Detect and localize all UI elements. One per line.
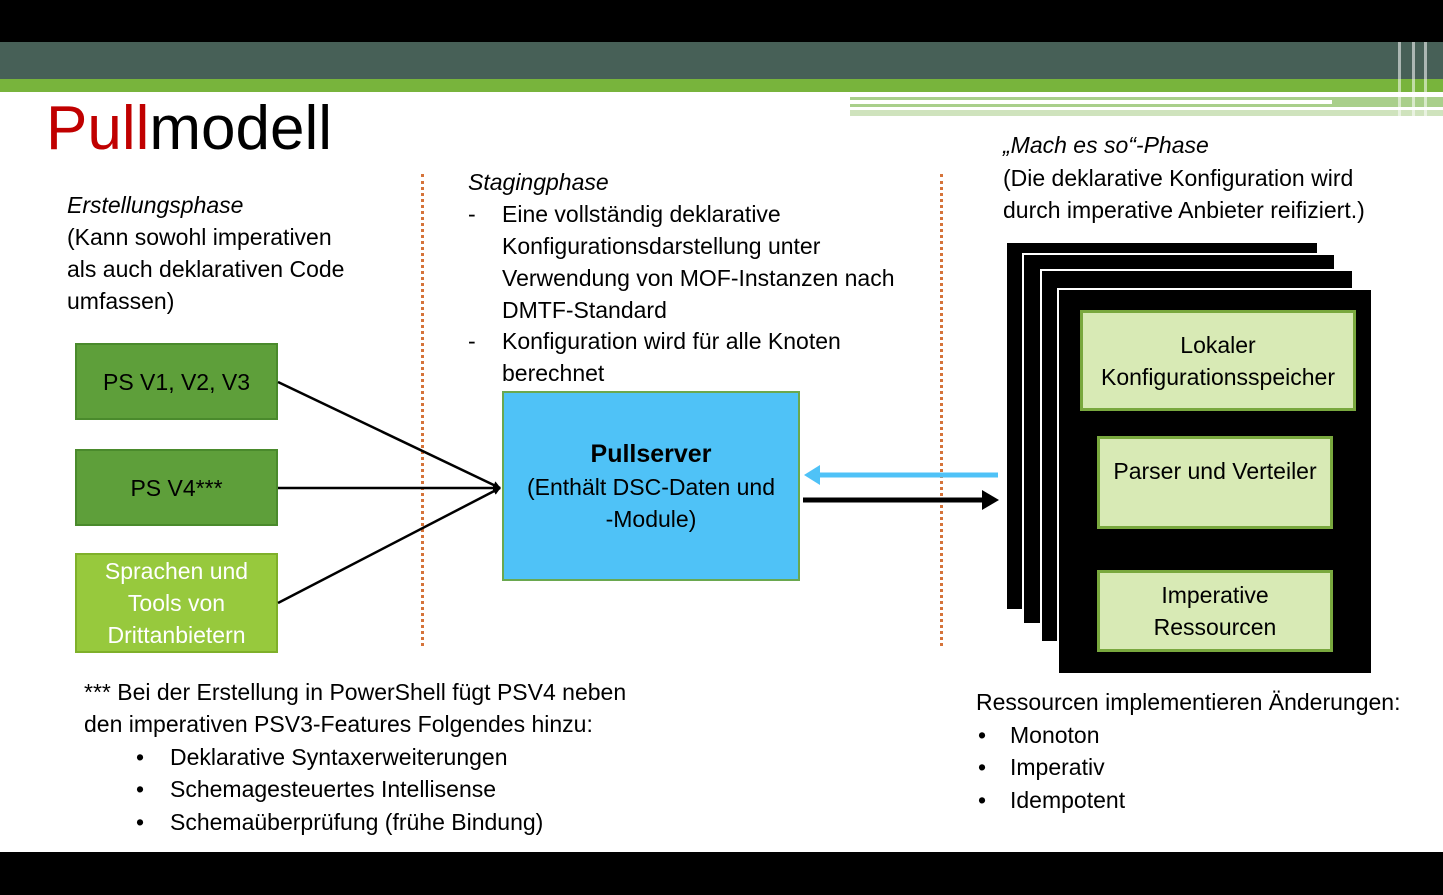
staging-item-line: berechnet: [502, 360, 605, 386]
footnote-bullet-item: Deklarative Syntaxerweiterungen: [170, 744, 508, 770]
changes-bullet: •: [978, 754, 987, 780]
header-decor-stripe: [1424, 42, 1427, 117]
staging-phase-heading: Stagingphase: [468, 169, 609, 195]
connector-layer: [277, 380, 999, 605]
phase-divider-left: [421, 174, 424, 646]
changes-heading: Ressourcen implementieren Änderungen:: [976, 689, 1401, 715]
source-box-third-party: Sprachen und Tools von Drittanbietern: [75, 553, 278, 653]
staging-item-line: DMTF-Standard: [502, 297, 667, 323]
node-box-line: Parser und Verteiler: [1113, 458, 1317, 484]
header-accent-bar: [0, 79, 1443, 92]
source-box-label: Sprachen und Tools von Drittanbietern: [104, 558, 249, 648]
changes-item: Idempotent: [1010, 787, 1126, 813]
local-config-store-box: Lokaler Konfigurationsspeicher: [1080, 310, 1356, 411]
parser-distributor-box: Parser und Verteiler: [1097, 436, 1333, 529]
staging-item-line: Verwendung von MOF-Instanzen nach: [502, 265, 895, 291]
creation-phase-desc-line: umfassen): [67, 288, 175, 314]
make-it-so-desc-line: durch imperative Anbieter reifiziert.): [1003, 197, 1365, 223]
footnote-bullet: •: [136, 776, 145, 802]
pullserver-title: Pullserver: [590, 440, 712, 468]
staging-item-line: Konfigurationsdarstellung unter: [502, 233, 821, 259]
arrow-pullserver-to-node-head: [982, 490, 999, 510]
page-title: Pullmodell: [46, 94, 332, 164]
source-box-label: PS V1, V2, V3: [102, 368, 251, 395]
node-box-line: Ressourcen: [1153, 614, 1277, 640]
staging-bullet-dash: -: [468, 328, 476, 354]
creation-phase-desc-line: (Kann sowohl imperativen: [67, 224, 332, 250]
footnote-line: den imperativen PSV3-Features Folgendes …: [84, 711, 593, 737]
footnote-bullet: •: [136, 809, 145, 835]
make-it-so-desc-line: (Die deklarative Konfiguration wird: [1003, 165, 1354, 191]
creation-phase-heading: Erstellungsphase: [67, 192, 244, 218]
footnote-line: *** Bei der Erstellung in PowerShell füg…: [84, 679, 627, 705]
header-decor-stripe: [1398, 42, 1401, 117]
arrow-ps-v1-to-pullserver: [277, 380, 501, 490]
node-box-line: Konfigurationsspeicher: [1101, 363, 1335, 390]
arrow-third-party-to-pullserver: [277, 486, 501, 605]
changes-bullet: •: [978, 722, 987, 748]
staging-item-line: Eine vollständig deklarative: [502, 201, 781, 227]
make-it-so-phase-heading: „Mach es so“-Phase: [1003, 132, 1209, 158]
creation-phase-desc-line: als auch deklarativen Code: [67, 256, 345, 282]
title-highlight: Pull: [46, 94, 150, 163]
phase-divider-right: [940, 174, 943, 646]
source-box-ps-v4: PS V4***: [75, 449, 278, 526]
changes-bullet: •: [978, 787, 987, 813]
imperative-resources-box: Imperative Ressourcen: [1097, 570, 1333, 652]
header-decor-stripe: [1412, 42, 1415, 117]
slide: Pullmodell Erstellungsphase (Kann sowohl…: [0, 42, 1443, 852]
staging-item-line: Konfiguration wird für alle Knoten: [502, 328, 841, 354]
footnote-bullet: •: [136, 744, 145, 770]
node-box-line: Imperative: [1161, 582, 1269, 608]
pullserver-desc-line: (Enthält DSC-Daten und: [526, 474, 775, 500]
header-bar: [0, 42, 1443, 79]
footnote-bullet-item: Schemaüberprüfung (frühe Bindung): [170, 809, 544, 835]
source-box-label: PS V4***: [130, 474, 223, 501]
source-box-ps-v1-v3: PS V1, V2, V3: [75, 343, 278, 420]
title-rest: modell: [149, 94, 333, 163]
staging-bullet-dash: -: [468, 201, 476, 227]
pullserver-box: Pullserver (Enthält DSC-Daten und -Modul…: [502, 391, 800, 581]
header-accent-stripe-white: [850, 100, 1332, 104]
footnote-bullet-item: Schemagesteuertes Intellisense: [170, 776, 497, 802]
changes-item: Monoton: [1010, 722, 1100, 748]
changes-item: Imperativ: [1010, 754, 1105, 780]
node-box-line: Lokaler: [1180, 331, 1256, 358]
header-accent-stripe-light: [850, 110, 1443, 116]
arrow-node-to-pullserver-head: [804, 465, 820, 485]
pullserver-desc-line: -Module): [605, 506, 697, 532]
